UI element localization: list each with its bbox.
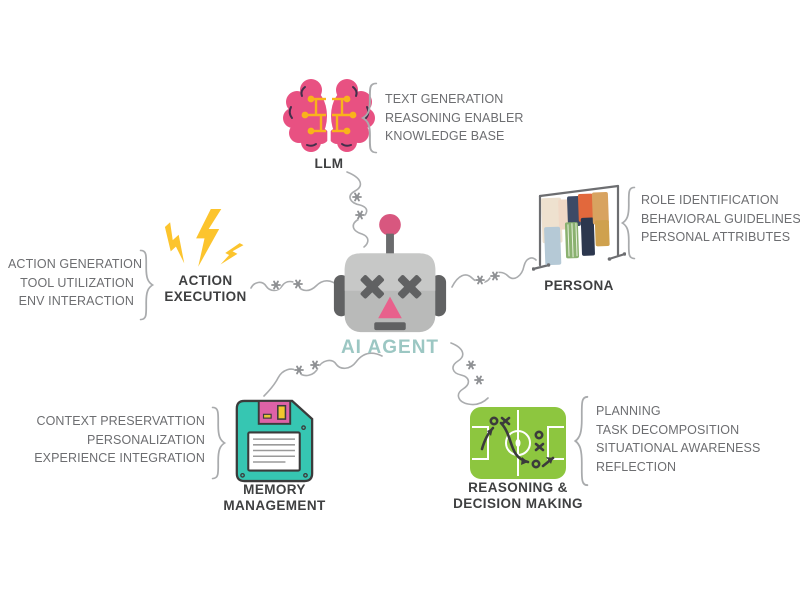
brace-icon [360,82,378,154]
lightning-bolts-icon [164,209,244,267]
feature-item: REASONING ENABLER [385,110,524,125]
clothes-rack-icon [532,184,626,271]
brain-circuit-icon [283,79,375,152]
connector-memory [263,352,383,397]
feature-item: TASK DECOMPOSITION [596,422,740,437]
persona-feature-list: ROLE IDENTIFICATION BEHAVIORAL GUIDELINE… [641,191,800,247]
feature-item: REFLECTION [596,459,677,474]
feature-item: TEXT GENERATION [385,92,504,106]
llm-feature-list: TEXT GENERATION REASONING ENABLER KNOWLE… [385,90,524,146]
center-label: AI AGENT [340,337,440,358]
feature-item: CONTEXT PRESERVATTION [36,414,205,428]
connector-llm [346,171,369,248]
connector-reasoning [450,342,489,406]
brace-icon [139,249,155,321]
feature-item: PLANNING [596,404,661,418]
feature-item: BEHAVIORAL GUIDELINES [641,211,800,226]
reasoning-label: REASONING & DECISION MAKING [453,480,583,511]
feature-item: PERSONALIZATION [87,432,205,447]
memory-management-label: MEMORY MANAGEMENT [223,482,326,513]
tactics-board-icon [470,407,566,479]
feature-item: TOOL UTILIZATION [20,275,134,290]
feature-item: SITUATIONAL AWARENESS [596,441,761,455]
reasoning-feature-list: PLANNING TASK DECOMPOSITION SITUATIONAL … [596,402,760,476]
action-execution-feature-list: ACTION GENERATION TOOL UTILIZATION ENV I… [8,255,143,311]
brace-icon [573,395,589,487]
feature-item: PERSONAL ATTRIBUTES [641,230,791,244]
action-execution-label: ACTION EXECUTION [164,273,247,304]
feature-item: ACTION GENERATION [8,257,143,271]
feature-item: EXPERIENCE INTEGRATION [34,451,205,465]
gear-icon [271,192,500,385]
persona-label: PERSONA [544,278,614,293]
brace-icon [211,406,227,480]
llm-label: LLM [314,156,344,171]
feature-item: KNOWLEDGE BASE [385,129,505,143]
feature-item: ROLE IDENTIFICATION [641,193,779,207]
feature-item: ENV INTERACTION [18,294,134,308]
connector-action [250,280,341,292]
robot-icon [333,213,447,333]
floppy-disk-icon [235,399,314,483]
memory-management-feature-list: CONTEXT PRESERVATTION PERSONALIZATION EX… [30,412,205,468]
brace-icon [620,186,636,260]
